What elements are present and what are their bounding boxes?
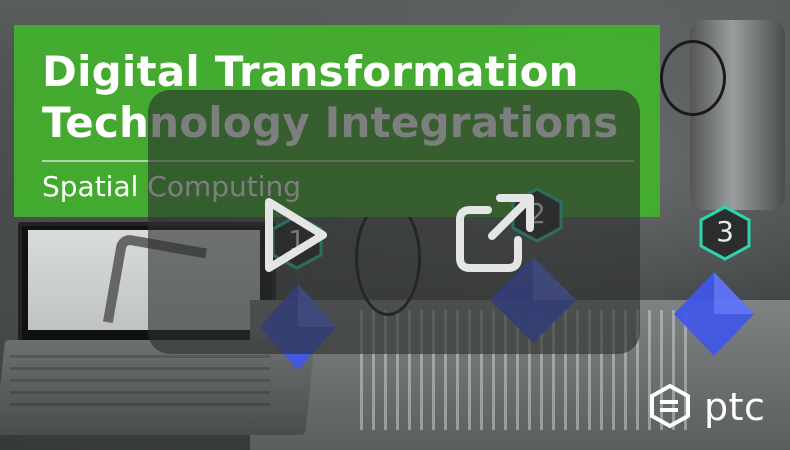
ptc-logo-text: ptc [704,385,766,429]
player-controls-overlay [148,90,640,354]
background-cable [660,40,726,116]
step-marker-label: 3 [716,215,734,248]
ptc-logo-icon [650,384,690,428]
play-button[interactable] [255,190,335,280]
video-title-line-1: Digital Transformation [42,47,579,96]
crystal-icon [674,272,754,356]
background-keyboard [10,355,270,415]
play-icon [265,198,327,272]
share-icon [456,194,534,272]
share-button[interactable] [448,188,540,280]
hexagon-icon [699,205,751,261]
step-marker-3: 3 [696,204,754,262]
